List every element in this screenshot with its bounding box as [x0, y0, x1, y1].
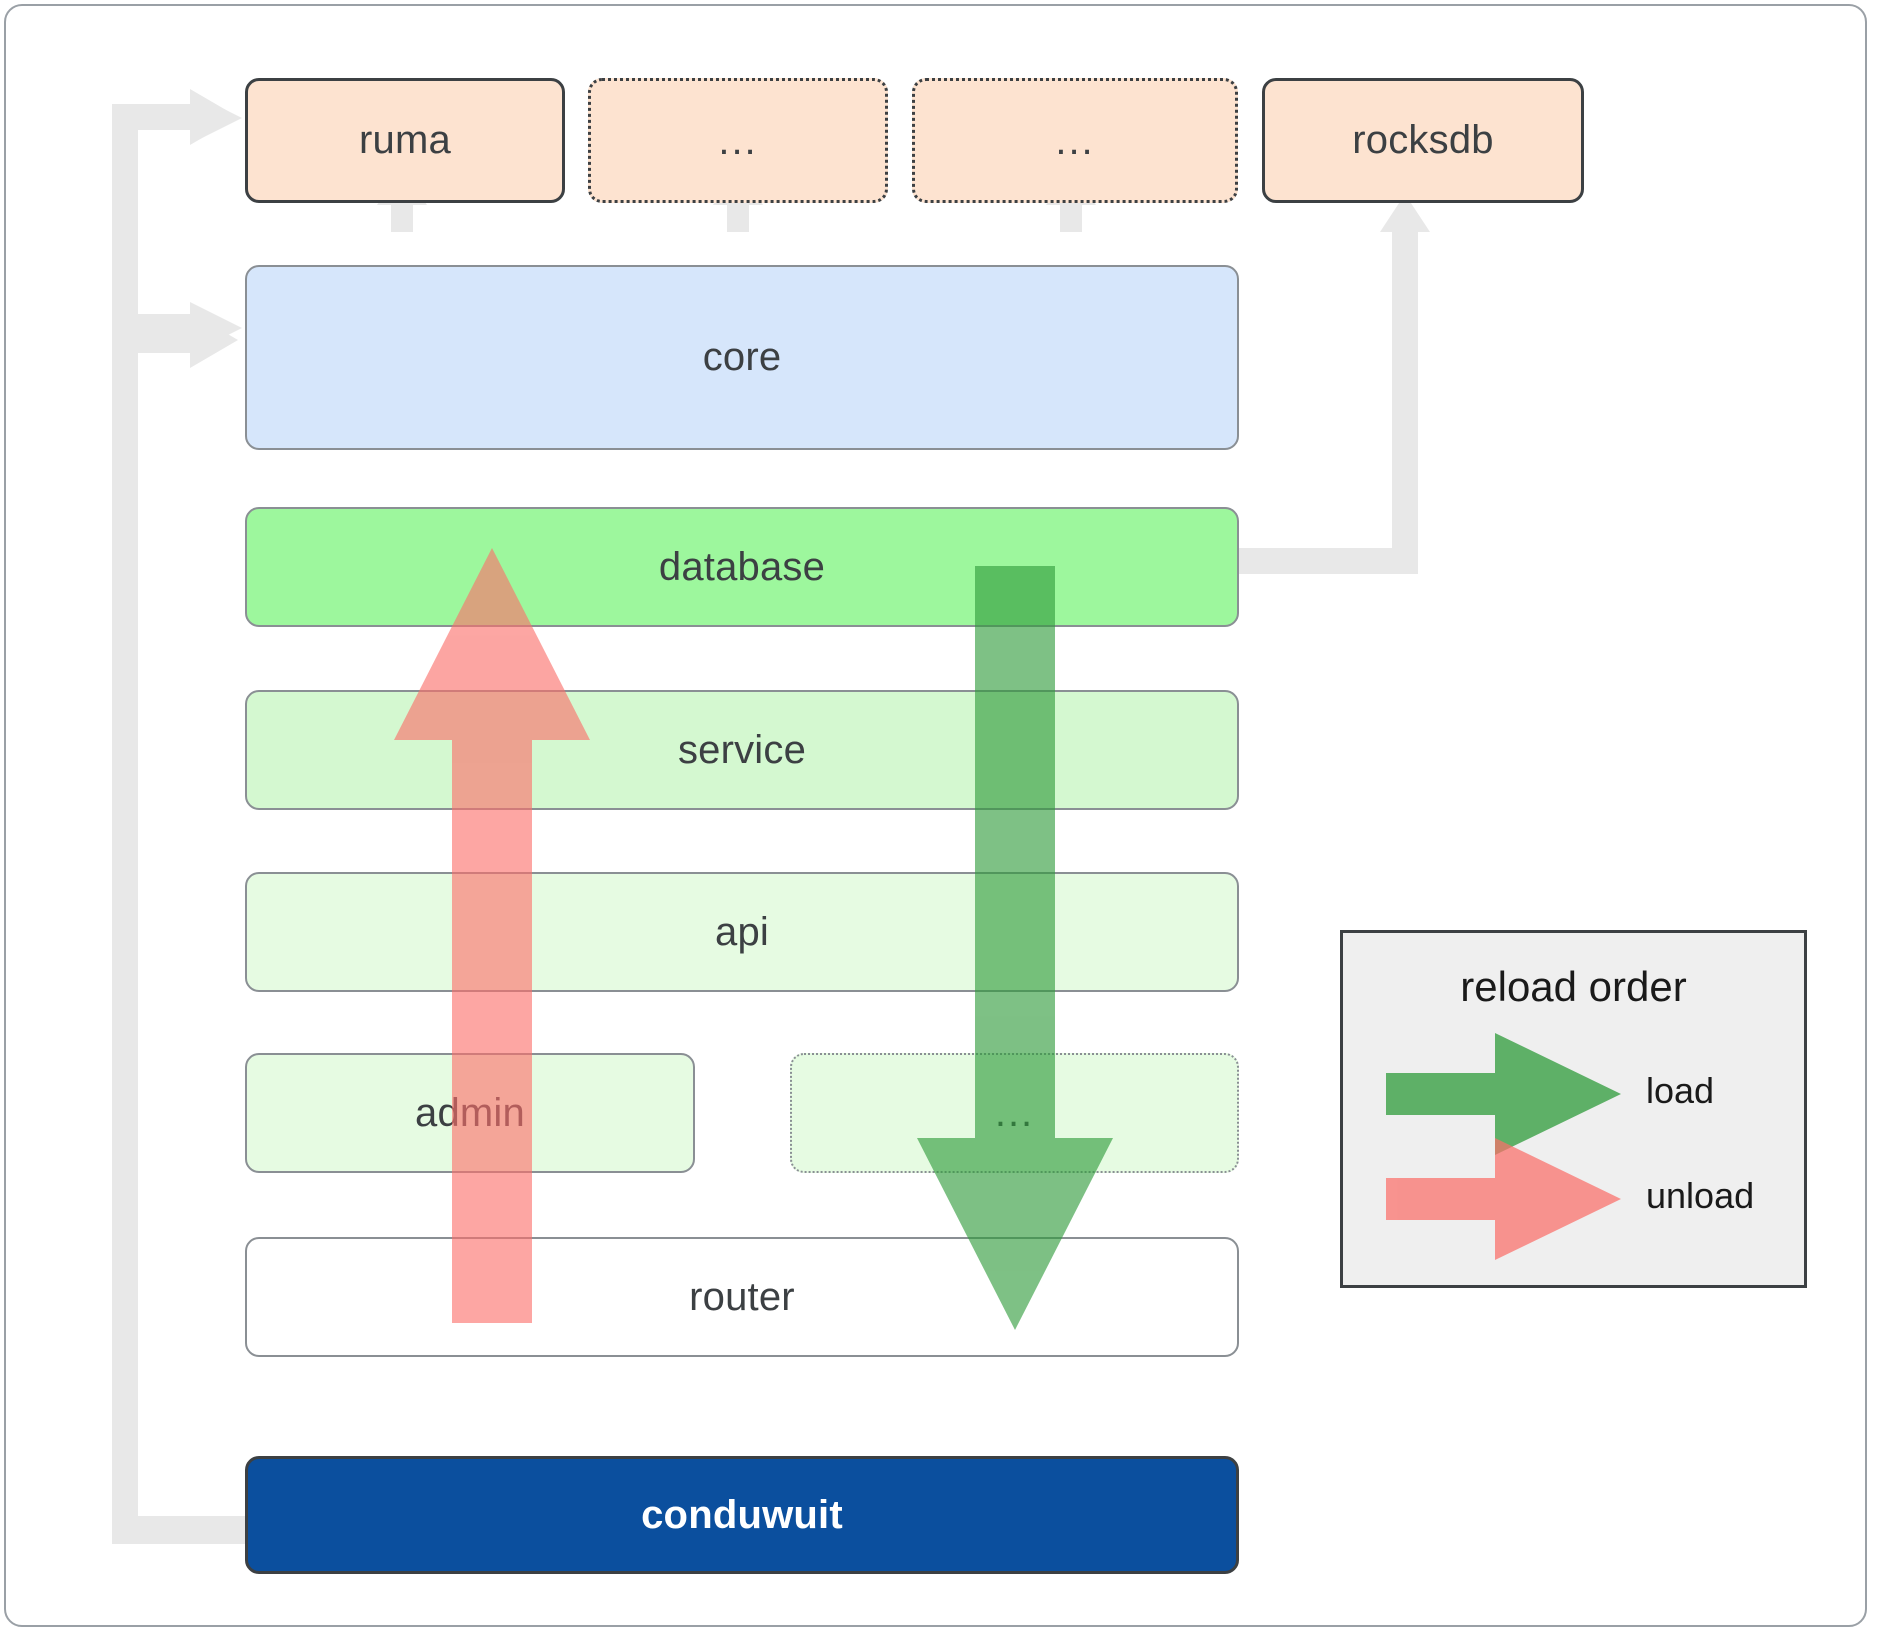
legend-label-load: load	[1646, 1070, 1715, 1111]
diagram-frame	[4, 4, 1867, 1627]
node-router[interactable]: router	[245, 1237, 1239, 1357]
node-mid-ellipsis[interactable]: ...	[790, 1053, 1239, 1173]
node-service-label: service	[677, 727, 807, 772]
node-api-label: api	[715, 909, 769, 954]
node-core-label: core	[702, 335, 782, 379]
node-rocksdb[interactable]: rocksdb	[1262, 78, 1584, 203]
node-api[interactable]: api	[245, 872, 1239, 992]
legend-title: reload order	[1460, 963, 1687, 1010]
node-top-ellipsis-2-label: ...	[1055, 118, 1095, 163]
node-core[interactable]: core	[245, 265, 1239, 450]
node-ruma-label: ruma	[359, 118, 451, 162]
node-rocksdb-label: rocksdb	[1352, 118, 1494, 162]
node-top-ellipsis-2[interactable]: ...	[912, 78, 1238, 203]
node-service[interactable]: service	[245, 690, 1239, 810]
node-admin[interactable]: admin	[245, 1053, 695, 1173]
node-conduwuit-label: conduwuit	[641, 1492, 843, 1537]
node-mid-ellipsis-label: ...	[994, 1091, 1035, 1135]
node-database-label: database	[658, 544, 826, 589]
node-database[interactable]: database	[245, 507, 1239, 627]
legend-label-unload: unload	[1646, 1175, 1755, 1216]
node-top-ellipsis-1-label: ...	[718, 118, 758, 163]
node-ruma[interactable]: ruma	[245, 78, 565, 203]
node-router-label: router	[689, 1274, 795, 1319]
node-top-ellipsis-1[interactable]: ...	[588, 78, 888, 203]
node-admin-label: admin	[415, 1090, 525, 1135]
node-conduwuit[interactable]: conduwuit	[245, 1456, 1239, 1574]
